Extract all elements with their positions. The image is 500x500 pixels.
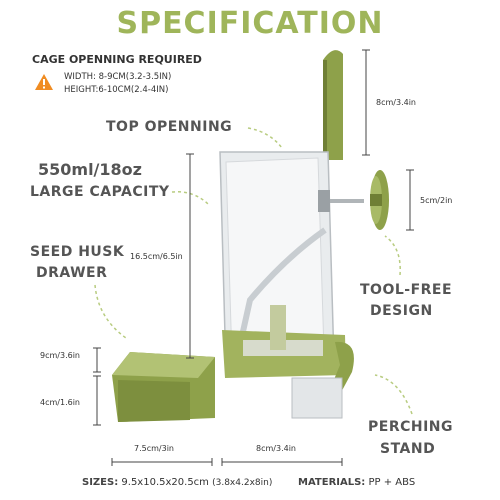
seed-husk-drawer: [112, 352, 215, 422]
materials-label: MATERIALS:: [298, 477, 366, 488]
capacity-label-line1: 550ml/18oz: [38, 160, 142, 179]
arrow-capacity: [171, 191, 211, 207]
sizes-label: SIZES:: [82, 477, 119, 488]
cage-opening-heading: CAGE OPENNING REQUIRED: [32, 53, 202, 66]
dim-drawer-height: 9cm/3.6in: [40, 351, 80, 360]
perching-label-line1: PERCHING: [368, 419, 454, 435]
dim-lid-height: 8cm/3.4in: [376, 98, 416, 107]
arrow-top-opening: [247, 127, 283, 149]
drawer-label-line1: SEED HUSK: [30, 244, 125, 260]
tool-free-label-line2: DESIGN: [370, 303, 433, 319]
feeder-base: [222, 305, 354, 419]
dim-hook-size: 5cm/2in: [420, 196, 453, 205]
materials-line: MATERIALS: PP + ABS: [298, 477, 415, 488]
mounting-disk: [370, 170, 389, 230]
capacity-label-line2: LARGE CAPACITY: [30, 184, 170, 200]
dim-body-height: 16.5cm/6.5in: [130, 252, 183, 261]
sizes-value: 9.5x10.5x20.5cm: [121, 477, 209, 488]
dim-drawer-width: 7.5cm/3in: [134, 444, 174, 453]
materials-value: PP + ABS: [368, 477, 416, 488]
feeder-body: [219, 151, 364, 373]
sizes-line: SIZES: 9.5x10.5x20.5cm (3.8x4.2x8in): [82, 477, 272, 488]
arrow-drawer: [94, 284, 127, 339]
dim-body-width: 8cm/3.4in: [256, 444, 296, 453]
tool-free-label-line1: TOOL-FREE: [360, 282, 453, 298]
cage-height-text: HEIGHT:6-10CM(2.4-4IN): [64, 85, 169, 95]
lid: [323, 50, 343, 160]
arrow-tool-free: [384, 235, 401, 276]
dim-drawer-depth: 4cm/1.6in: [40, 398, 80, 407]
perching-label-line2: STAND: [380, 441, 436, 457]
arrow-perching: [374, 374, 413, 415]
warning-triangle-icon: [35, 74, 53, 90]
page-title: SPECIFICATION: [116, 6, 384, 41]
drawer-label-line2: DRAWER: [36, 265, 108, 281]
cage-width-text: WIDTH: 8-9CM(3.2-3.5IN): [64, 72, 172, 82]
top-opening-label: TOP OPENNING: [106, 119, 233, 135]
sizes-inch: (3.8x4.2x8in): [212, 478, 273, 488]
